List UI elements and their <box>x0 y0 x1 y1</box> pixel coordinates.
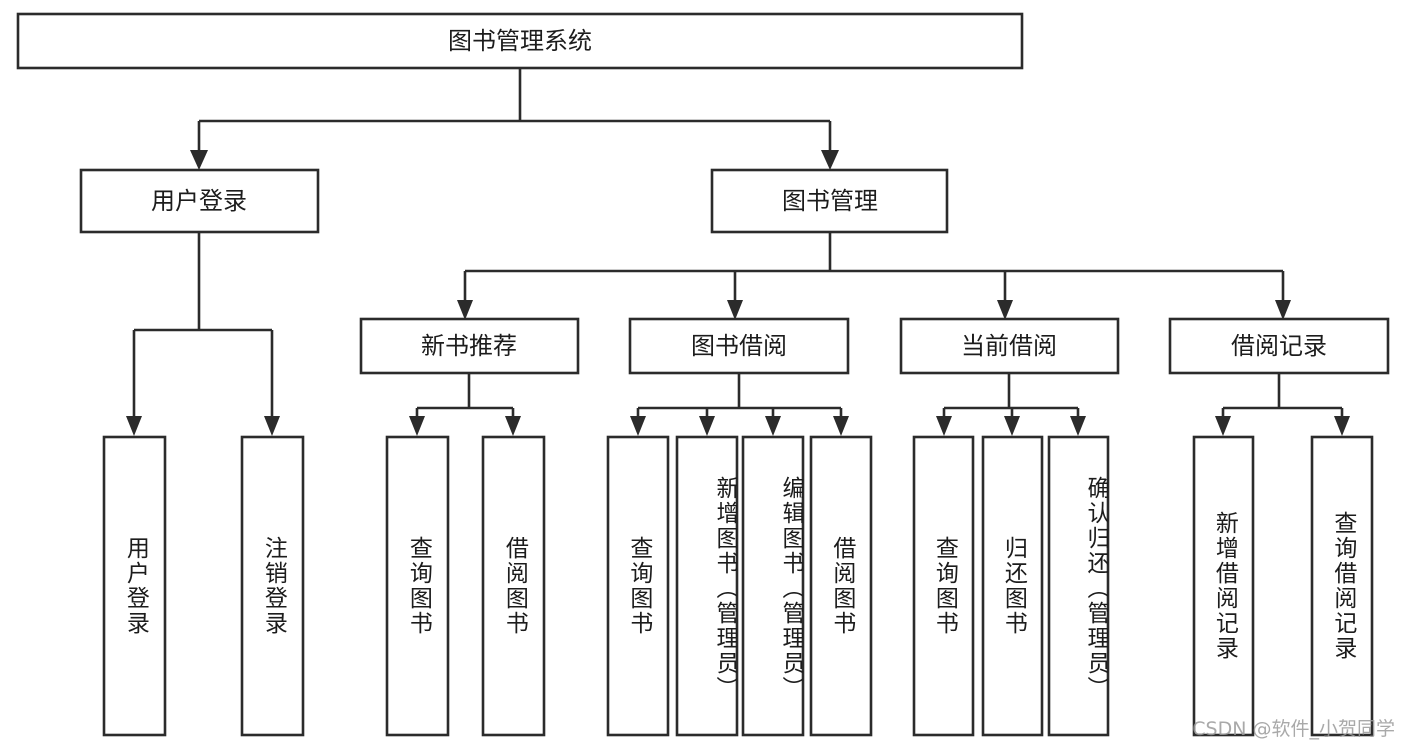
node-user-login[interactable]: 用户登录 <box>79 168 320 234</box>
leaf-box-borrow-record-2[interactable] <box>1310 435 1374 737</box>
node-borrow-record-label: 借阅记录 <box>1231 332 1327 360</box>
node-user-login-box[interactable] <box>79 168 320 234</box>
node-book-borrow-box[interactable] <box>628 317 850 375</box>
node-current-borrow-box[interactable] <box>899 317 1120 375</box>
arrow-bb-leaf-1 <box>630 416 646 436</box>
node-root[interactable]: 图书管理系统 <box>16 12 1024 70</box>
node-new-book-recommend-label: 新书推荐 <box>421 332 517 360</box>
arrow-br-leaf-2 <box>1334 416 1350 436</box>
leaf-box-new-book-1[interactable] <box>385 435 450 737</box>
node-new-book-recommend[interactable]: 新书推荐 <box>359 317 580 375</box>
leaf-box-current-borrow-2[interactable] <box>981 435 1044 737</box>
node-book-manage-box[interactable] <box>710 168 949 234</box>
arrow-to-book-manage <box>821 150 839 170</box>
connector-group-root <box>197 68 832 152</box>
leaf-box-user-login-2[interactable] <box>240 435 305 737</box>
leaf-box-book-borrow-1[interactable] <box>606 435 670 737</box>
arrowheads-root <box>190 150 839 170</box>
node-borrow-record-box[interactable] <box>1168 317 1390 375</box>
arrow-user-login-leaf-1 <box>126 416 142 436</box>
arrow-bb-leaf-3 <box>765 416 781 436</box>
connector-group-book-manage <box>457 232 1291 320</box>
connector-group-borrow-record <box>1215 373 1350 436</box>
node-book-borrow[interactable]: 图书借阅 <box>628 317 850 375</box>
arrow-nb-leaf-1 <box>409 416 425 436</box>
leaf-box-borrow-record-1[interactable] <box>1192 435 1255 737</box>
arrow-bb-leaf-2 <box>699 416 715 436</box>
node-current-borrow-label: 当前借阅 <box>961 332 1057 360</box>
arrow-nb-leaf-2 <box>505 416 521 436</box>
node-book-manage-label: 图书管理 <box>782 187 878 215</box>
arrow-to-book-borrow <box>727 300 743 320</box>
arrow-to-borrow-record <box>1275 300 1291 320</box>
leaf-box-current-borrow-3[interactable] <box>1047 435 1110 737</box>
arrow-cb-leaf-3 <box>1070 416 1086 436</box>
leaf-box-new-book-2[interactable] <box>481 435 546 737</box>
arrow-br-leaf-1 <box>1215 416 1231 436</box>
arrow-to-current-borrow <box>997 300 1013 320</box>
node-book-manage[interactable]: 图书管理 <box>710 168 949 234</box>
connector-group-current-borrow <box>936 373 1086 436</box>
node-book-borrow-label: 图书借阅 <box>691 332 787 360</box>
node-root-box[interactable] <box>16 12 1024 70</box>
arrow-to-user-login <box>190 150 208 170</box>
connector-group-new-book <box>409 373 521 436</box>
leaf-box-book-borrow-3[interactable] <box>741 435 805 737</box>
node-user-login-label: 用户登录 <box>151 187 247 215</box>
arrow-user-login-leaf-2 <box>264 416 280 436</box>
arrow-to-new-book <box>457 300 473 320</box>
node-current-borrow[interactable]: 当前借阅 <box>899 317 1120 375</box>
arrow-cb-leaf-1 <box>936 416 952 436</box>
leaf-box-user-login-1[interactable] <box>102 435 167 737</box>
leaf-box-book-borrow-2[interactable] <box>675 435 739 737</box>
arrow-bb-leaf-4 <box>833 416 849 436</box>
node-borrow-record[interactable]: 借阅记录 <box>1168 317 1390 375</box>
connector-group-user-login <box>126 232 280 436</box>
csdn-watermark: CSDN @软件_小贺同学 <box>1192 718 1395 740</box>
leaf-box-book-borrow-4[interactable] <box>809 435 873 737</box>
node-root-label: 图书管理系统 <box>448 27 592 55</box>
arrow-cb-leaf-2 <box>1004 416 1020 436</box>
node-new-book-recommend-box[interactable] <box>359 317 580 375</box>
leaf-box-current-borrow-1[interactable] <box>912 435 975 737</box>
connector-group-book-borrow <box>630 373 849 436</box>
